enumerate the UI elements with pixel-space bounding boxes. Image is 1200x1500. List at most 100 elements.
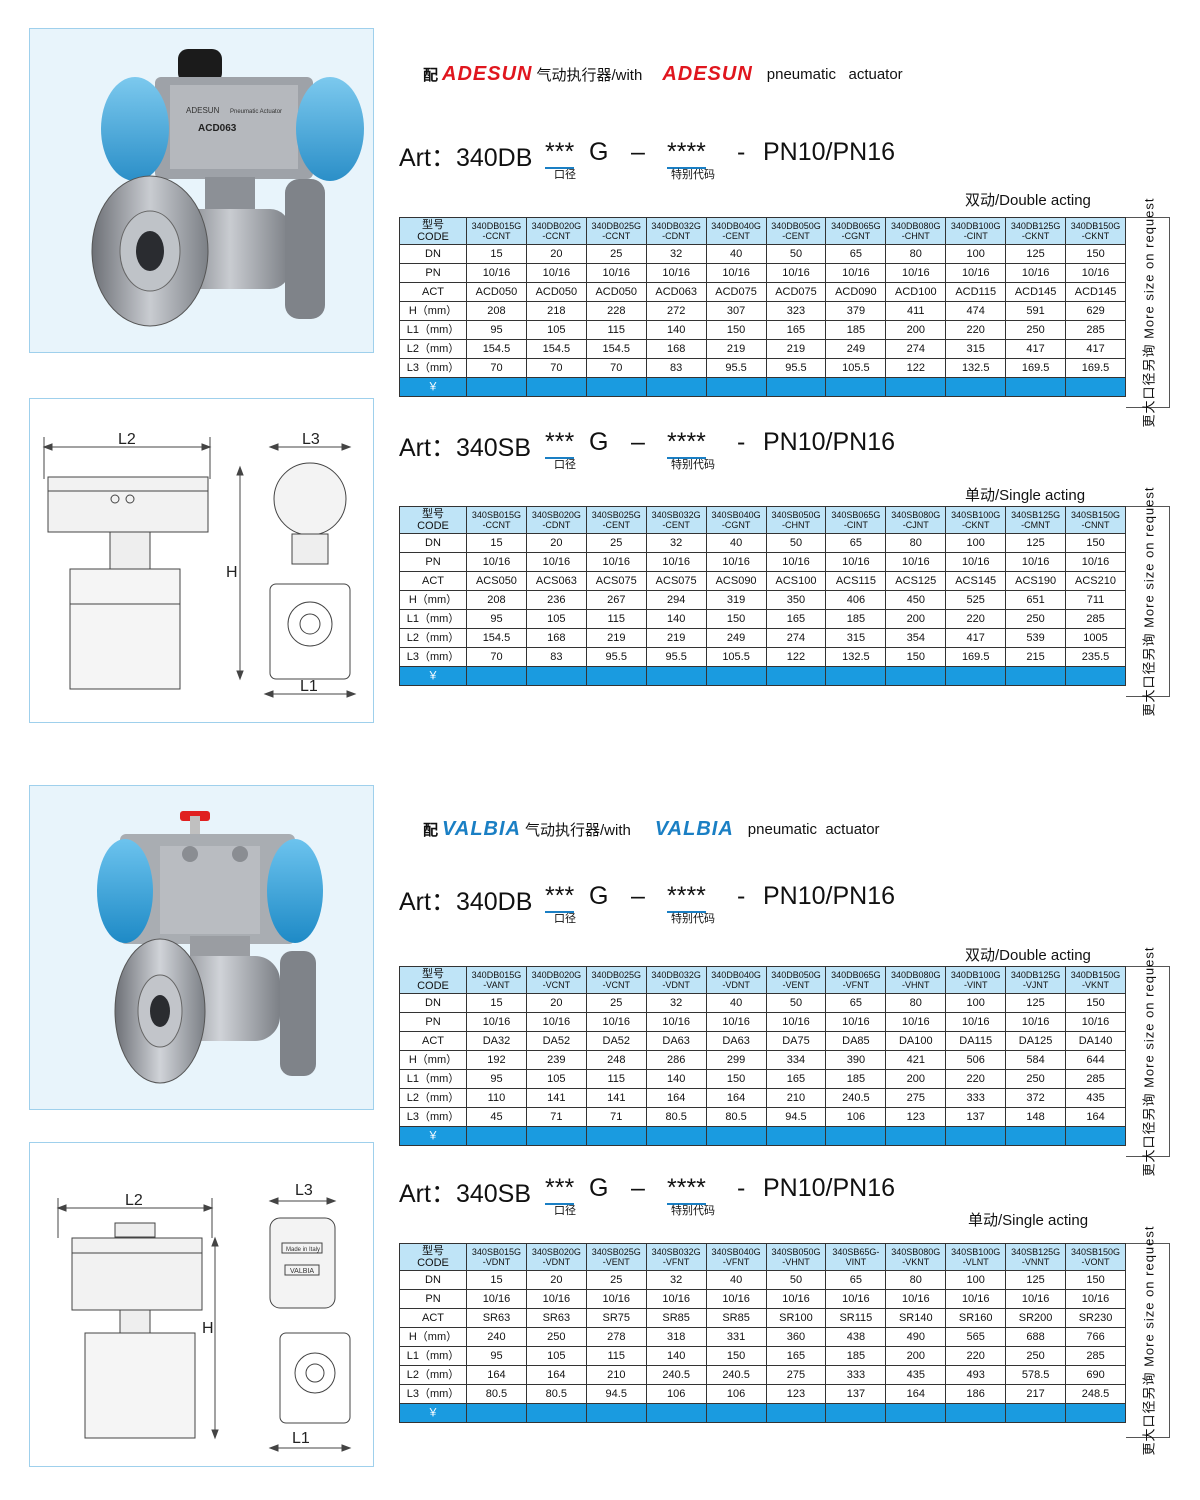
cell-act: ACS075 [585,571,647,591]
art-special-stars: **** [667,428,706,459]
cell-h: 192 [466,1050,527,1070]
code-cell: 340SB125G-CMNT [1005,506,1067,534]
cell-l1: 165 [765,1069,827,1089]
price-cell [705,377,767,397]
price-label: ￥ [399,666,467,686]
cell-h: 525 [945,590,1007,610]
cell-act: ACS210 [1065,571,1126,591]
price-cell [645,1403,707,1423]
code-cell: 340SB040G-CGNT [705,506,767,534]
row-label: L3（mm） [399,1384,467,1404]
cell-l3: 186 [945,1384,1007,1404]
cell-l3: 169.5 [1005,358,1067,378]
code-cell: 340DB125G-VJNT [1005,966,1067,994]
cell-act: ACD145 [1005,282,1067,302]
cell-l1: 115 [585,1069,647,1089]
cell-act: DA63 [645,1031,707,1051]
photo-valbia-text: VALBIA [290,1268,314,1275]
cell-dn: 20 [525,244,587,264]
dim-label-l1: L1 [300,678,318,695]
side-note-text: 更大口径另询 More size on request [1141,197,1157,428]
cell-h: 438 [825,1327,887,1347]
cell-dn: 50 [765,533,827,553]
cell-pn: 10/16 [645,1289,707,1309]
cell-pn: 10/16 [466,263,527,283]
art-bore-stars: *** [545,882,575,913]
cell-l2: 168 [645,339,707,359]
row-label: ACT [399,1308,467,1328]
cell-h: 411 [885,301,947,321]
cell-l3: 106 [645,1384,707,1404]
product-photo-adesun: ADESUN Pneumatic Actuator ACD063 [29,28,374,353]
cell-l1: 220 [945,1346,1007,1366]
price-cell [466,377,527,397]
cell-h: 584 [1005,1050,1067,1070]
code-cell: 340DB065G-VFNT [825,966,887,994]
cell-l3: 71 [525,1107,587,1127]
row-label: PN [399,552,467,572]
cell-pn: 10/16 [466,552,527,572]
cell-l3: 80.5 [466,1384,527,1404]
cell-l3: 70 [585,358,647,378]
cell-l2: 154.5 [466,339,527,359]
cell-l2: 164 [525,1365,587,1385]
cell-l2: 240.5 [705,1365,767,1385]
cell-act: ACD075 [705,282,767,302]
cell-pn: 10/16 [1005,552,1067,572]
art-sub-bore: 口径 [554,459,576,471]
side-note-valbia-sb: 更大口径另询 More size on request [1126,1225,1170,1456]
cell-l3: 80.5 [525,1384,587,1404]
cell-l2: 417 [1005,339,1067,359]
price-cell [885,666,947,686]
cell-act: SR200 [1005,1308,1067,1328]
cell-pn: 10/16 [525,1012,587,1032]
cell-l3: 164 [885,1384,947,1404]
cell-dn: 150 [1065,1270,1126,1290]
cell-l2: 354 [885,628,947,648]
cell-l2: 435 [1065,1088,1126,1108]
cell-act: DA75 [765,1031,827,1051]
code-cell: 340DB065G-CGNT [825,217,887,245]
art-suffix: G [589,428,609,456]
cell-l2: 219 [585,628,647,648]
row-label: DN [399,244,467,264]
price-cell [525,1403,587,1423]
cell-h: 208 [466,301,527,321]
art-pn: PN10/PN16 [763,1174,896,1202]
price-row: ￥ [399,1126,1126,1146]
cell-l3: 80.5 [645,1107,707,1127]
cell-act: ACS075 [645,571,707,591]
cell-l2: 315 [945,339,1007,359]
price-cell [1005,377,1067,397]
row-label: L1（mm） [399,320,467,340]
price-row: ￥ [399,1403,1126,1423]
cell-act: ACD050 [525,282,587,302]
art-sub-special: 特别代码 [671,169,715,181]
brand-zh-text: 气动执行器/with [524,822,631,839]
price-cell [1065,1126,1126,1146]
cell-l1: 285 [1065,609,1126,629]
code-cell: 340SB025G-CENT [585,506,647,534]
cell-l3: 169.5 [1065,358,1126,378]
cell-h: 307 [705,301,767,321]
cell-l2: 154.5 [585,339,647,359]
price-cell [1005,1403,1067,1423]
cell-l3: 164 [1065,1107,1126,1127]
price-cell [885,377,947,397]
cell-h: 250 [525,1327,587,1347]
cell-l1: 220 [945,609,1007,629]
price-row: ￥ [399,666,1126,686]
cell-pn: 10/16 [705,1012,767,1032]
cell-l2: 141 [525,1088,587,1108]
cell-dn: 100 [945,1270,1007,1290]
cell-pn: 10/16 [825,552,887,572]
cell-h: 239 [525,1050,587,1070]
cell-dn: 32 [645,244,707,264]
price-cell [825,1403,887,1423]
